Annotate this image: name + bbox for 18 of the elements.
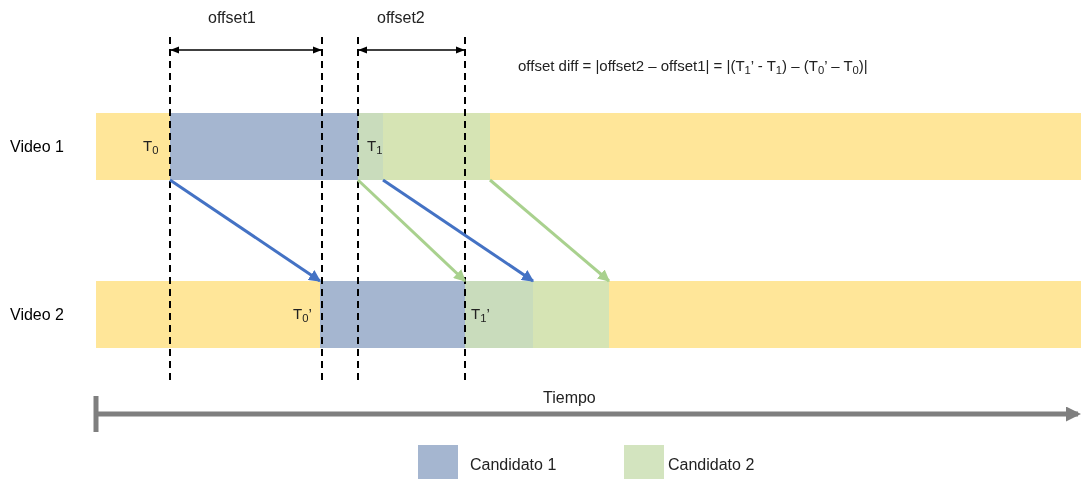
legend-label: Candidato 1 — [470, 455, 557, 475]
row-label: Video 2 — [10, 305, 64, 325]
legend-label: Candidato 2 — [668, 455, 755, 475]
segment-bar — [358, 113, 490, 180]
arrow — [169, 178, 321, 283]
arrow — [489, 178, 610, 283]
segment-bar — [465, 281, 609, 348]
row-label: Video 1 — [10, 137, 64, 157]
axis-label: Tiempo — [543, 388, 596, 408]
dimension-label: offset1 — [208, 8, 256, 28]
time-mark-label: T$_{0}$’ — [293, 305, 312, 324]
arrow — [382, 178, 534, 283]
dimension-label: offset2 — [377, 8, 425, 28]
formula-text: offset diff = |offset2 – offset1| = |(T$_{1}$’ - T$_{1}$) – (T$_{0}$’ – T$_{0}$)| — [518, 57, 868, 76]
arrow — [356, 178, 467, 283]
time-mark-label: T$_{1}$ — [367, 137, 383, 156]
time-mark-label: T$_{0}$ — [143, 137, 159, 156]
time-mark-label: T$_{1}$’ — [471, 305, 490, 324]
